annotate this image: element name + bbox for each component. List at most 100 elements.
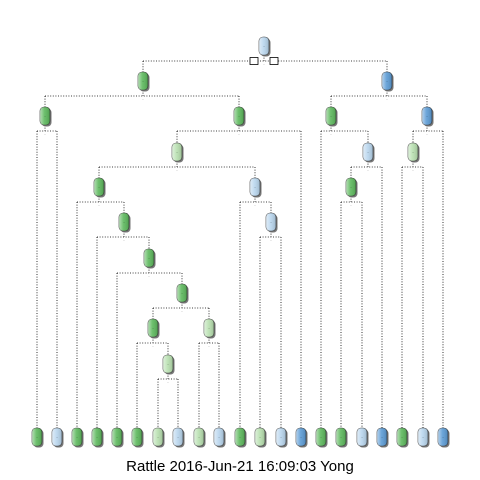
leaf-node: ... xyxy=(356,427,369,448)
node-shine xyxy=(422,107,432,125)
tree-edges xyxy=(36,55,444,428)
split-label: ... xyxy=(142,98,144,101)
node-shine xyxy=(138,72,148,90)
node-text: ... xyxy=(76,435,79,439)
leaf-node: ... xyxy=(376,427,389,448)
node-shine xyxy=(296,428,306,446)
leaf-node: ... xyxy=(152,427,165,448)
node-text: ... xyxy=(177,435,180,439)
node-shine xyxy=(438,428,448,446)
split-label: ... xyxy=(367,169,369,172)
node-shine xyxy=(363,143,373,161)
node-text: ... xyxy=(96,435,99,439)
node-text: ... xyxy=(259,435,262,439)
node-text: ... xyxy=(44,114,47,118)
split-label: ... xyxy=(152,345,154,348)
node-shine xyxy=(92,428,102,446)
node-text: ... xyxy=(142,79,145,83)
split-node: ... xyxy=(203,318,216,339)
node-shine xyxy=(276,428,286,446)
split-node: ... xyxy=(171,142,184,163)
node-shine xyxy=(173,428,183,446)
split-node: ... xyxy=(258,36,271,57)
node-text: ... xyxy=(116,435,119,439)
node-shine xyxy=(397,428,407,446)
leaf-node: ... xyxy=(295,427,308,448)
node-text: ... xyxy=(412,150,415,154)
split-node: ... xyxy=(233,106,246,127)
leaf-node: ... xyxy=(51,427,64,448)
node-shine xyxy=(144,249,154,267)
node-text: ... xyxy=(198,435,201,439)
split-node: ... xyxy=(345,177,358,198)
node-shine xyxy=(255,428,265,446)
split-node: ... xyxy=(39,106,52,127)
node-text: ... xyxy=(367,150,370,154)
split-label: ... xyxy=(426,133,428,136)
split-label: ... xyxy=(330,133,332,136)
split-node: ... xyxy=(421,106,434,127)
node-shine xyxy=(346,178,356,196)
node-shine xyxy=(214,428,224,446)
node-shine xyxy=(326,107,336,125)
split-label: ... xyxy=(148,275,150,278)
node-text: ... xyxy=(176,150,179,154)
node-text: ... xyxy=(300,435,303,439)
node-shine xyxy=(377,428,387,446)
leaf-node: ... xyxy=(91,427,104,448)
node-text: ... xyxy=(422,435,425,439)
node-text: ... xyxy=(239,435,242,439)
node-text: ... xyxy=(56,435,59,439)
split-label: ... xyxy=(263,63,265,66)
split-labels: ........................................… xyxy=(44,63,428,384)
node-text: ... xyxy=(208,326,211,330)
leaf-node: ... xyxy=(254,427,267,448)
node-text: ... xyxy=(270,220,273,224)
leaf-node: ... xyxy=(315,427,328,448)
node-text: ... xyxy=(381,435,384,439)
split-label: ... xyxy=(412,169,414,172)
node-text: ... xyxy=(123,220,126,224)
split-label: ... xyxy=(181,310,183,313)
split-node: ... xyxy=(137,71,150,92)
node-shine xyxy=(266,213,276,231)
tree-nodes: ........................................… xyxy=(31,36,450,448)
node-shine xyxy=(259,37,269,55)
split-node: ... xyxy=(162,354,175,375)
node-shine xyxy=(172,143,182,161)
split-label: ... xyxy=(167,381,169,384)
node-shine xyxy=(382,72,392,90)
node-shine xyxy=(72,428,82,446)
split-label: ... xyxy=(270,239,272,242)
node-text: ... xyxy=(280,435,283,439)
leaf-node: ... xyxy=(172,427,185,448)
diagram-caption: Rattle 2016-Jun-21 16:09:03 Yong xyxy=(126,458,354,475)
leaf-node: ... xyxy=(417,427,430,448)
leaf-node: ... xyxy=(396,427,409,448)
node-text: ... xyxy=(167,362,170,366)
node-shine xyxy=(163,355,173,373)
node-text: ... xyxy=(426,114,429,118)
node-text: ... xyxy=(254,185,257,189)
split-node: ... xyxy=(147,318,160,339)
node-text: ... xyxy=(148,256,151,260)
node-text: ... xyxy=(350,185,353,189)
leaf-node: ... xyxy=(234,427,247,448)
split-node: ... xyxy=(118,212,131,233)
node-shine xyxy=(235,428,245,446)
leaf-node: ... xyxy=(335,427,348,448)
node-text: ... xyxy=(320,435,323,439)
split-label: ... xyxy=(123,239,125,242)
node-shine xyxy=(148,319,158,337)
node-shine xyxy=(316,428,326,446)
split-node: ... xyxy=(362,142,375,163)
node-text: ... xyxy=(36,435,39,439)
split-label: ... xyxy=(44,133,46,136)
root-branch-box xyxy=(269,57,279,65)
node-shine xyxy=(132,428,142,446)
split-node: ... xyxy=(407,142,420,163)
node-text: ... xyxy=(340,435,343,439)
leaf-node: ... xyxy=(213,427,226,448)
node-text: ... xyxy=(238,114,241,118)
leaf-node: ... xyxy=(31,427,44,448)
